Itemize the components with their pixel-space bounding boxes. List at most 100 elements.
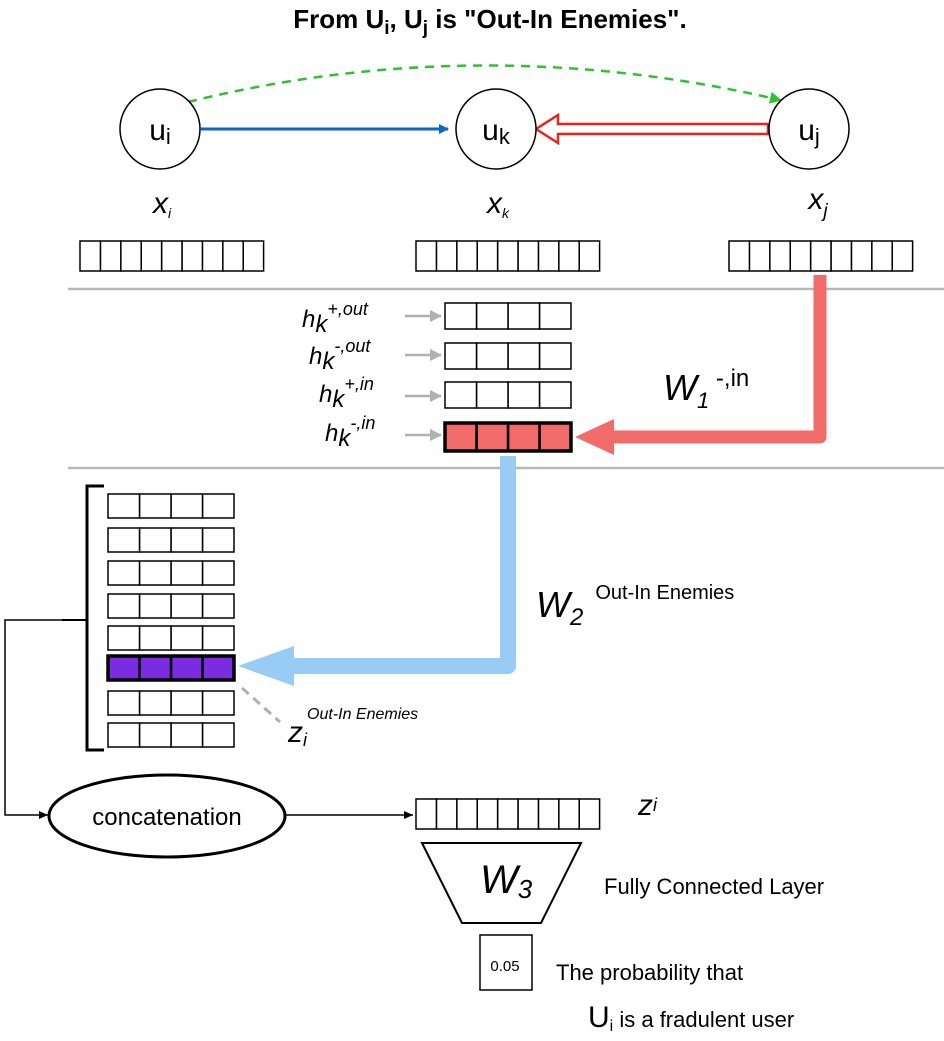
stack-row	[107, 560, 235, 586]
stack-row	[107, 527, 235, 553]
vector-cell	[138, 690, 172, 716]
weight-label-w2: W2Out-In Enemies	[536, 582, 734, 631]
probability-text-line1: The probability that	[556, 960, 743, 985]
vector-cell	[170, 527, 204, 553]
vector-cell	[140, 240, 163, 272]
vector-cell	[201, 240, 224, 272]
vector-cell	[507, 381, 541, 409]
vector-cell	[850, 240, 873, 272]
vector-cell	[107, 722, 141, 748]
vector-cell	[138, 625, 172, 651]
vector-cell	[475, 381, 509, 409]
svg-text:ui: ui	[149, 114, 171, 149]
light-blue-flow-path	[292, 456, 516, 674]
vector-cell	[728, 240, 751, 272]
vector-cell	[138, 527, 172, 553]
vector-cell	[476, 798, 499, 830]
vector-cell	[106, 654, 141, 682]
hidden-label-minus-in: hk-,in	[325, 413, 375, 452]
vector-cell	[769, 240, 791, 272]
hidden-label-plus-out: hk+,out	[302, 299, 369, 338]
hidden-vector-plus-in	[444, 381, 572, 409]
stack-row	[107, 593, 235, 619]
vector-cell	[201, 690, 235, 716]
vector-cell	[496, 798, 519, 830]
vector-cell	[169, 654, 204, 682]
vector-cell	[201, 654, 236, 682]
feature-vector-xj	[728, 240, 914, 272]
vector-cell	[537, 240, 560, 272]
vector-cell	[578, 798, 601, 830]
feature-label-xj: xj	[806, 183, 828, 222]
vector-cell	[170, 690, 204, 716]
vector-cell	[537, 798, 560, 830]
svg-text:uj: uj	[798, 114, 820, 149]
vector-cell	[79, 240, 102, 272]
vector-cell	[809, 240, 832, 272]
vector-outline	[443, 421, 573, 453]
node-ui: ui	[119, 88, 201, 170]
stack-to-concat-connector	[4, 619, 62, 819]
node-uk: uk	[455, 88, 537, 170]
concatenation-node: concatenation	[47, 773, 287, 859]
hidden-label-minus-out: hk-,out	[309, 336, 371, 375]
feature-vector-xk	[415, 240, 601, 272]
vector-cell	[170, 493, 204, 519]
feature-label-xk: xk	[485, 187, 510, 221]
vector-cell	[507, 342, 541, 370]
vector-cell	[475, 342, 509, 370]
vector-cell	[99, 240, 122, 272]
vector-cell	[201, 493, 235, 519]
vector-cell	[789, 240, 812, 272]
vector-cell	[517, 240, 540, 272]
vector-cell	[538, 381, 572, 409]
hidden-vector-plus-out	[444, 302, 572, 330]
vector-cell	[242, 240, 265, 272]
vector-cell	[748, 240, 771, 272]
vector-cell	[538, 342, 572, 370]
vector-cell	[506, 421, 541, 453]
vector-cell	[415, 240, 438, 272]
fully-connected-trapezoid	[420, 842, 583, 924]
vector-outline	[106, 654, 236, 682]
final-embedding-label: zi	[637, 789, 658, 822]
vector-cell	[444, 302, 478, 330]
fully-connected-label: Fully Connected Layer	[604, 874, 824, 899]
vector-cell	[170, 722, 204, 748]
vector-cell	[138, 722, 172, 748]
vector-cell	[201, 593, 235, 619]
weight-label-w1: W1 -,in	[663, 365, 749, 413]
salmon-flow-arrowhead	[575, 419, 614, 455]
vector-cell	[170, 625, 204, 651]
stack-row	[107, 722, 235, 748]
vector-cell	[475, 302, 509, 330]
weight-label-w3: W3	[480, 858, 533, 904]
vector-cell	[538, 421, 573, 453]
vector-cell	[107, 493, 141, 519]
probability-value: 0.05	[490, 958, 519, 975]
vector-cell	[181, 240, 204, 272]
vector-cell	[222, 240, 244, 272]
vector-cell	[891, 240, 914, 272]
light-blue-flow-arrowhead	[238, 646, 294, 686]
vector-cell	[538, 302, 572, 330]
vector-cell	[558, 240, 580, 272]
vector-cell	[443, 421, 478, 453]
stack-row	[107, 690, 235, 716]
final-embedding-vector	[415, 798, 601, 830]
vector-cell	[415, 798, 438, 830]
z-relation-label: ziOut-In Enemies	[287, 706, 418, 750]
probability-text-line2: Ui is a fradulent user	[588, 1001, 794, 1035]
vector-cell	[558, 798, 580, 830]
vector-cell	[107, 625, 141, 651]
vector-cell	[160, 240, 183, 272]
vector-cell	[444, 342, 478, 370]
feature-vector-xi	[79, 240, 265, 272]
hidden-label-plus-in: hk+,in	[319, 374, 374, 413]
stack-row	[107, 625, 235, 651]
vector-cell	[435, 240, 458, 272]
vector-cell	[120, 240, 142, 272]
vector-cell	[107, 560, 141, 586]
concatenation-label: concatenation	[92, 804, 241, 831]
